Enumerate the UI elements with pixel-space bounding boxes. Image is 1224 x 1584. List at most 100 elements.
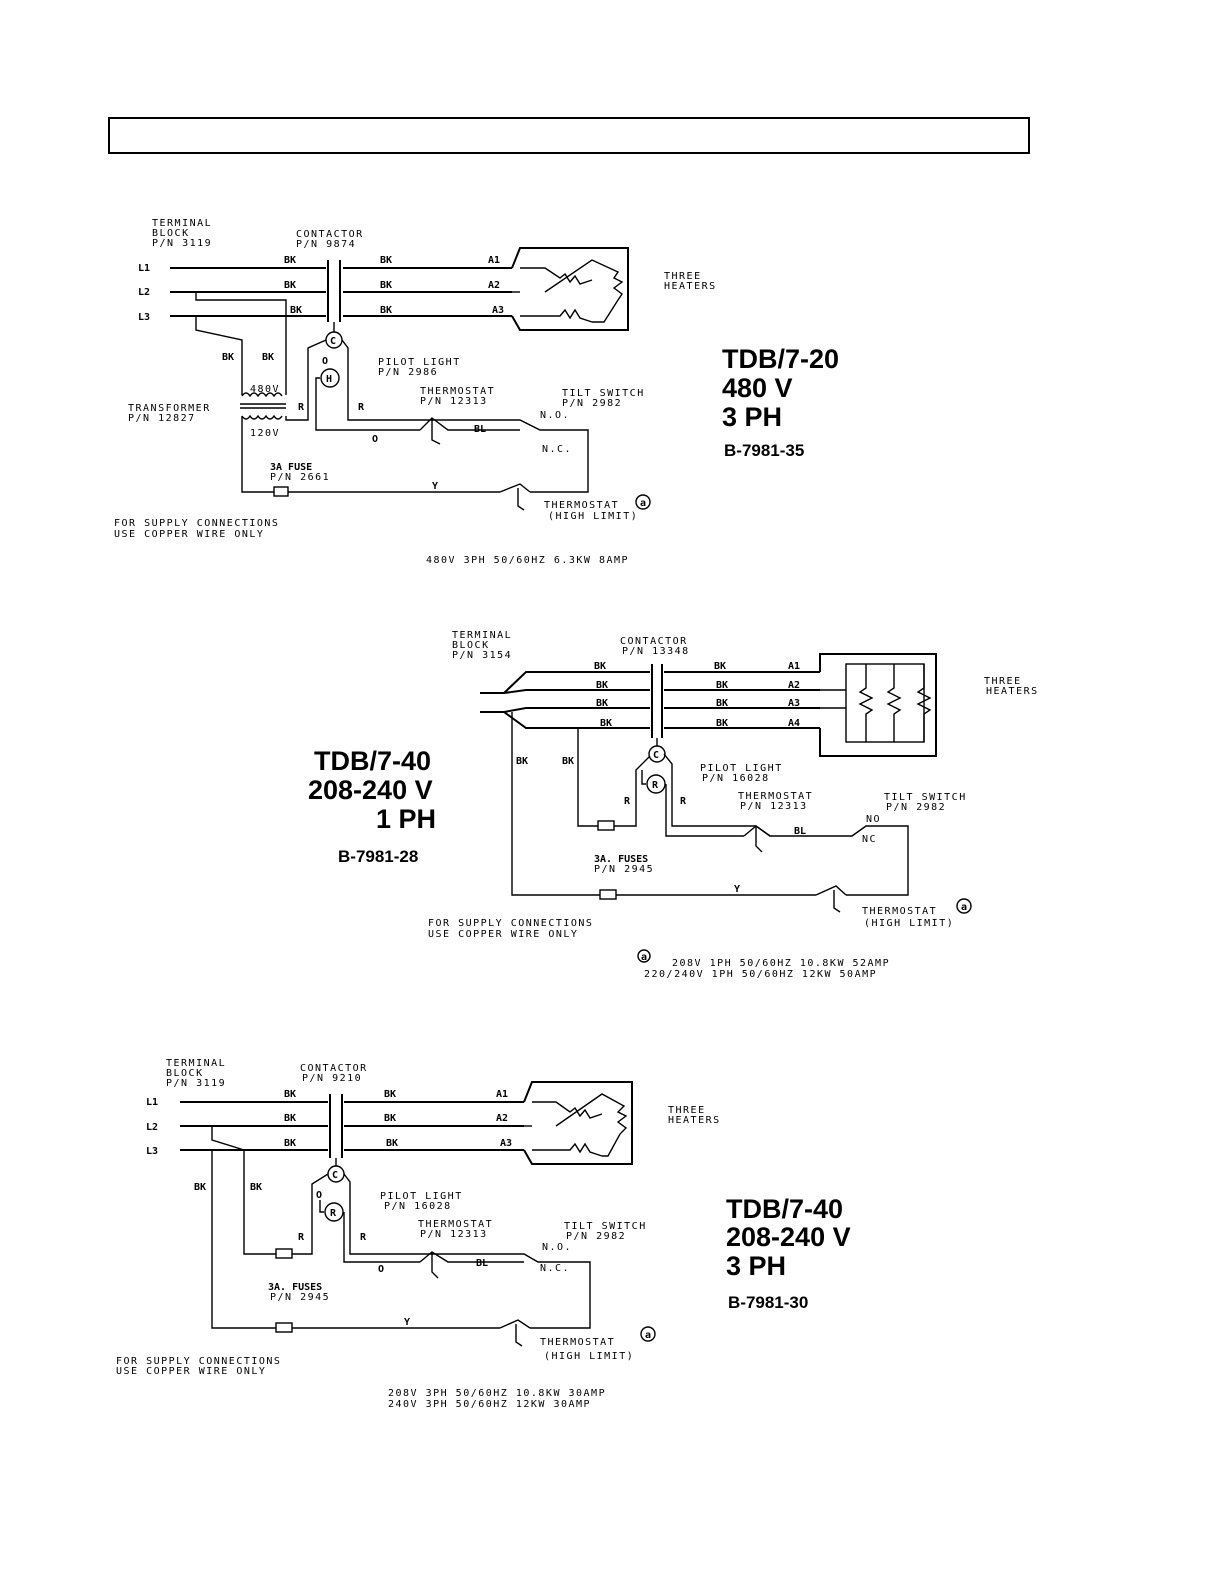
svg-text:R: R	[360, 1232, 367, 1243]
terminal-a4: A4	[788, 718, 800, 729]
contactor-label: CONTACTOR	[296, 229, 364, 240]
pilot-light	[646, 774, 666, 794]
thermostat-symbol	[743, 825, 771, 853]
line-label-l2: L2	[146, 1122, 158, 1133]
svg-text:BK: BK	[562, 756, 574, 767]
voltage-title: 208-240 V	[308, 775, 433, 805]
note-a-ref	[637, 949, 651, 963]
svg-text:C: C	[332, 1170, 338, 1181]
ratings: 480V 3PH 50/60HZ 6.3KW 8AMP	[426, 555, 629, 566]
svg-text:BK: BK	[716, 698, 728, 709]
svg-text:R: R	[624, 796, 631, 807]
svg-text:BK: BK	[284, 255, 296, 266]
power-lines	[480, 671, 820, 729]
svg-text:H: H	[326, 374, 332, 385]
line-label-l1: L1	[146, 1097, 158, 1108]
svg-text:C: C	[653, 750, 659, 761]
tilt-switch-label: TILT SWITCH	[884, 792, 967, 803]
wiring-diagram-tdb740-208-240v-1ph: TERMINAL BLOCK P/N 3154 CONTACTOR P/N 13…	[308, 630, 1039, 980]
model-title: TDB/7-40	[726, 1194, 843, 1224]
high-limit-thermostat	[499, 1319, 531, 1347]
fuse-2	[275, 1322, 293, 1333]
terminal-a2: A2	[788, 680, 800, 691]
svg-text:BL: BL	[474, 424, 486, 435]
fuse-1	[275, 1248, 293, 1259]
heaters-label: THREE	[668, 1105, 706, 1116]
wiring-diagram-tdb720-480v-3ph: TERMINAL BLOCK P/N 3119 CONTACTOR P/N 98…	[114, 218, 839, 566]
svg-text:P/N 12313: P/N 12313	[420, 396, 488, 407]
contactor-contacts	[327, 260, 341, 332]
svg-text:BK: BK	[594, 661, 606, 672]
terminal-a2: A2	[496, 1113, 508, 1124]
terminal-a1: A1	[788, 661, 800, 672]
high-limit-thermostat	[499, 483, 531, 511]
fuse-2	[599, 889, 617, 900]
svg-text:BK: BK	[716, 680, 728, 691]
contactor-contacts	[329, 1094, 343, 1166]
svg-text:(HIGH LIMIT): (HIGH LIMIT)	[548, 511, 638, 522]
svg-text:USE COPPER WIRE ONLY: USE COPPER WIRE ONLY	[428, 929, 578, 940]
svg-text:R: R	[358, 402, 365, 413]
svg-text:BK: BK	[600, 718, 612, 729]
terminal-a3: A3	[788, 698, 800, 709]
svg-text:P/N 2986: P/N 2986	[378, 367, 438, 378]
ratings-208v: 208V 1PH 50/60HZ 10.8KW 52AMP	[672, 958, 890, 969]
svg-text:(HIGH LIMIT): (HIGH LIMIT)	[864, 918, 954, 929]
svg-text:HEATERS: HEATERS	[986, 686, 1039, 697]
terminal-a3: A3	[500, 1138, 512, 1149]
svg-text:O: O	[372, 434, 378, 445]
heaters-label: THREE	[664, 271, 702, 282]
terminal-block-label: TERMINAL	[152, 218, 212, 229]
svg-text:BK: BK	[262, 352, 274, 363]
svg-text:P/N 12827: P/N 12827	[128, 413, 196, 424]
svg-text:BK: BK	[250, 1182, 262, 1193]
transformer	[240, 392, 286, 420]
svg-text:P/N 9874: P/N 9874	[296, 239, 356, 250]
phase-title: 3 PH	[722, 402, 782, 432]
drawing-number: B-7981-35	[724, 441, 804, 460]
wiring-diagram-tdb740-208-240v-3ph: TERMINAL BLOCK P/N 3119 CONTACTOR P/N 92…	[116, 1058, 851, 1410]
thermostat-symbol	[419, 417, 520, 445]
terminal-a1: A1	[488, 255, 500, 266]
contactor-coil	[648, 745, 666, 763]
heater-delta	[511, 247, 629, 331]
svg-text:N.O.: N.O.	[542, 1242, 572, 1253]
svg-text:a: a	[640, 498, 646, 509]
svg-text:Y: Y	[734, 884, 740, 895]
svg-text:BK: BK	[222, 352, 234, 363]
tilt-switch-label: TILT SWITCH	[562, 388, 645, 399]
supply-note: FOR SUPPLY CONNECTIONS	[116, 1356, 281, 1367]
svg-text:R: R	[652, 780, 659, 791]
svg-text:O: O	[316, 1190, 322, 1201]
svg-text:N.C.: N.C.	[542, 444, 572, 455]
thermostat-label: THERMOSTAT	[738, 791, 813, 802]
svg-text:BK: BK	[380, 255, 392, 266]
pilot-light-label: PILOT LIGHT	[380, 1191, 463, 1202]
contactor-contacts	[651, 664, 663, 746]
fuse-1	[597, 820, 615, 831]
svg-text:a: a	[961, 902, 967, 913]
svg-text:BK: BK	[384, 1113, 396, 1124]
thermostat-label: THERMOSTAT	[418, 1219, 493, 1230]
heater-delta	[523, 1081, 633, 1165]
pilot-light	[320, 368, 340, 388]
svg-text:P/N 2982: P/N 2982	[562, 398, 622, 409]
svg-text:R: R	[298, 1232, 305, 1243]
svg-text:N.O.: N.O.	[540, 410, 570, 421]
note-a-symbol	[635, 494, 651, 510]
svg-text:R: R	[298, 402, 305, 413]
svg-text:P/N 3119: P/N 3119	[152, 238, 212, 249]
model-title: TDB/7-40	[314, 746, 431, 776]
terminal-a1: A1	[496, 1089, 508, 1100]
svg-text:120V: 120V	[250, 428, 280, 439]
drawing-number: B-7981-30	[728, 1293, 808, 1312]
contactor-label: CONTACTOR	[620, 636, 688, 647]
svg-text:P/N 16028: P/N 16028	[384, 1201, 452, 1212]
supply-note: FOR SUPPLY CONNECTIONS	[428, 918, 593, 929]
supply-note: FOR SUPPLY CONNECTIONS	[114, 518, 279, 529]
note-a-symbol	[640, 1326, 656, 1342]
svg-text:P/N 3119: P/N 3119	[166, 1078, 226, 1089]
svg-text:a: a	[645, 1330, 651, 1341]
header-box	[108, 117, 1030, 154]
svg-text:BLOCK: BLOCK	[152, 228, 190, 239]
